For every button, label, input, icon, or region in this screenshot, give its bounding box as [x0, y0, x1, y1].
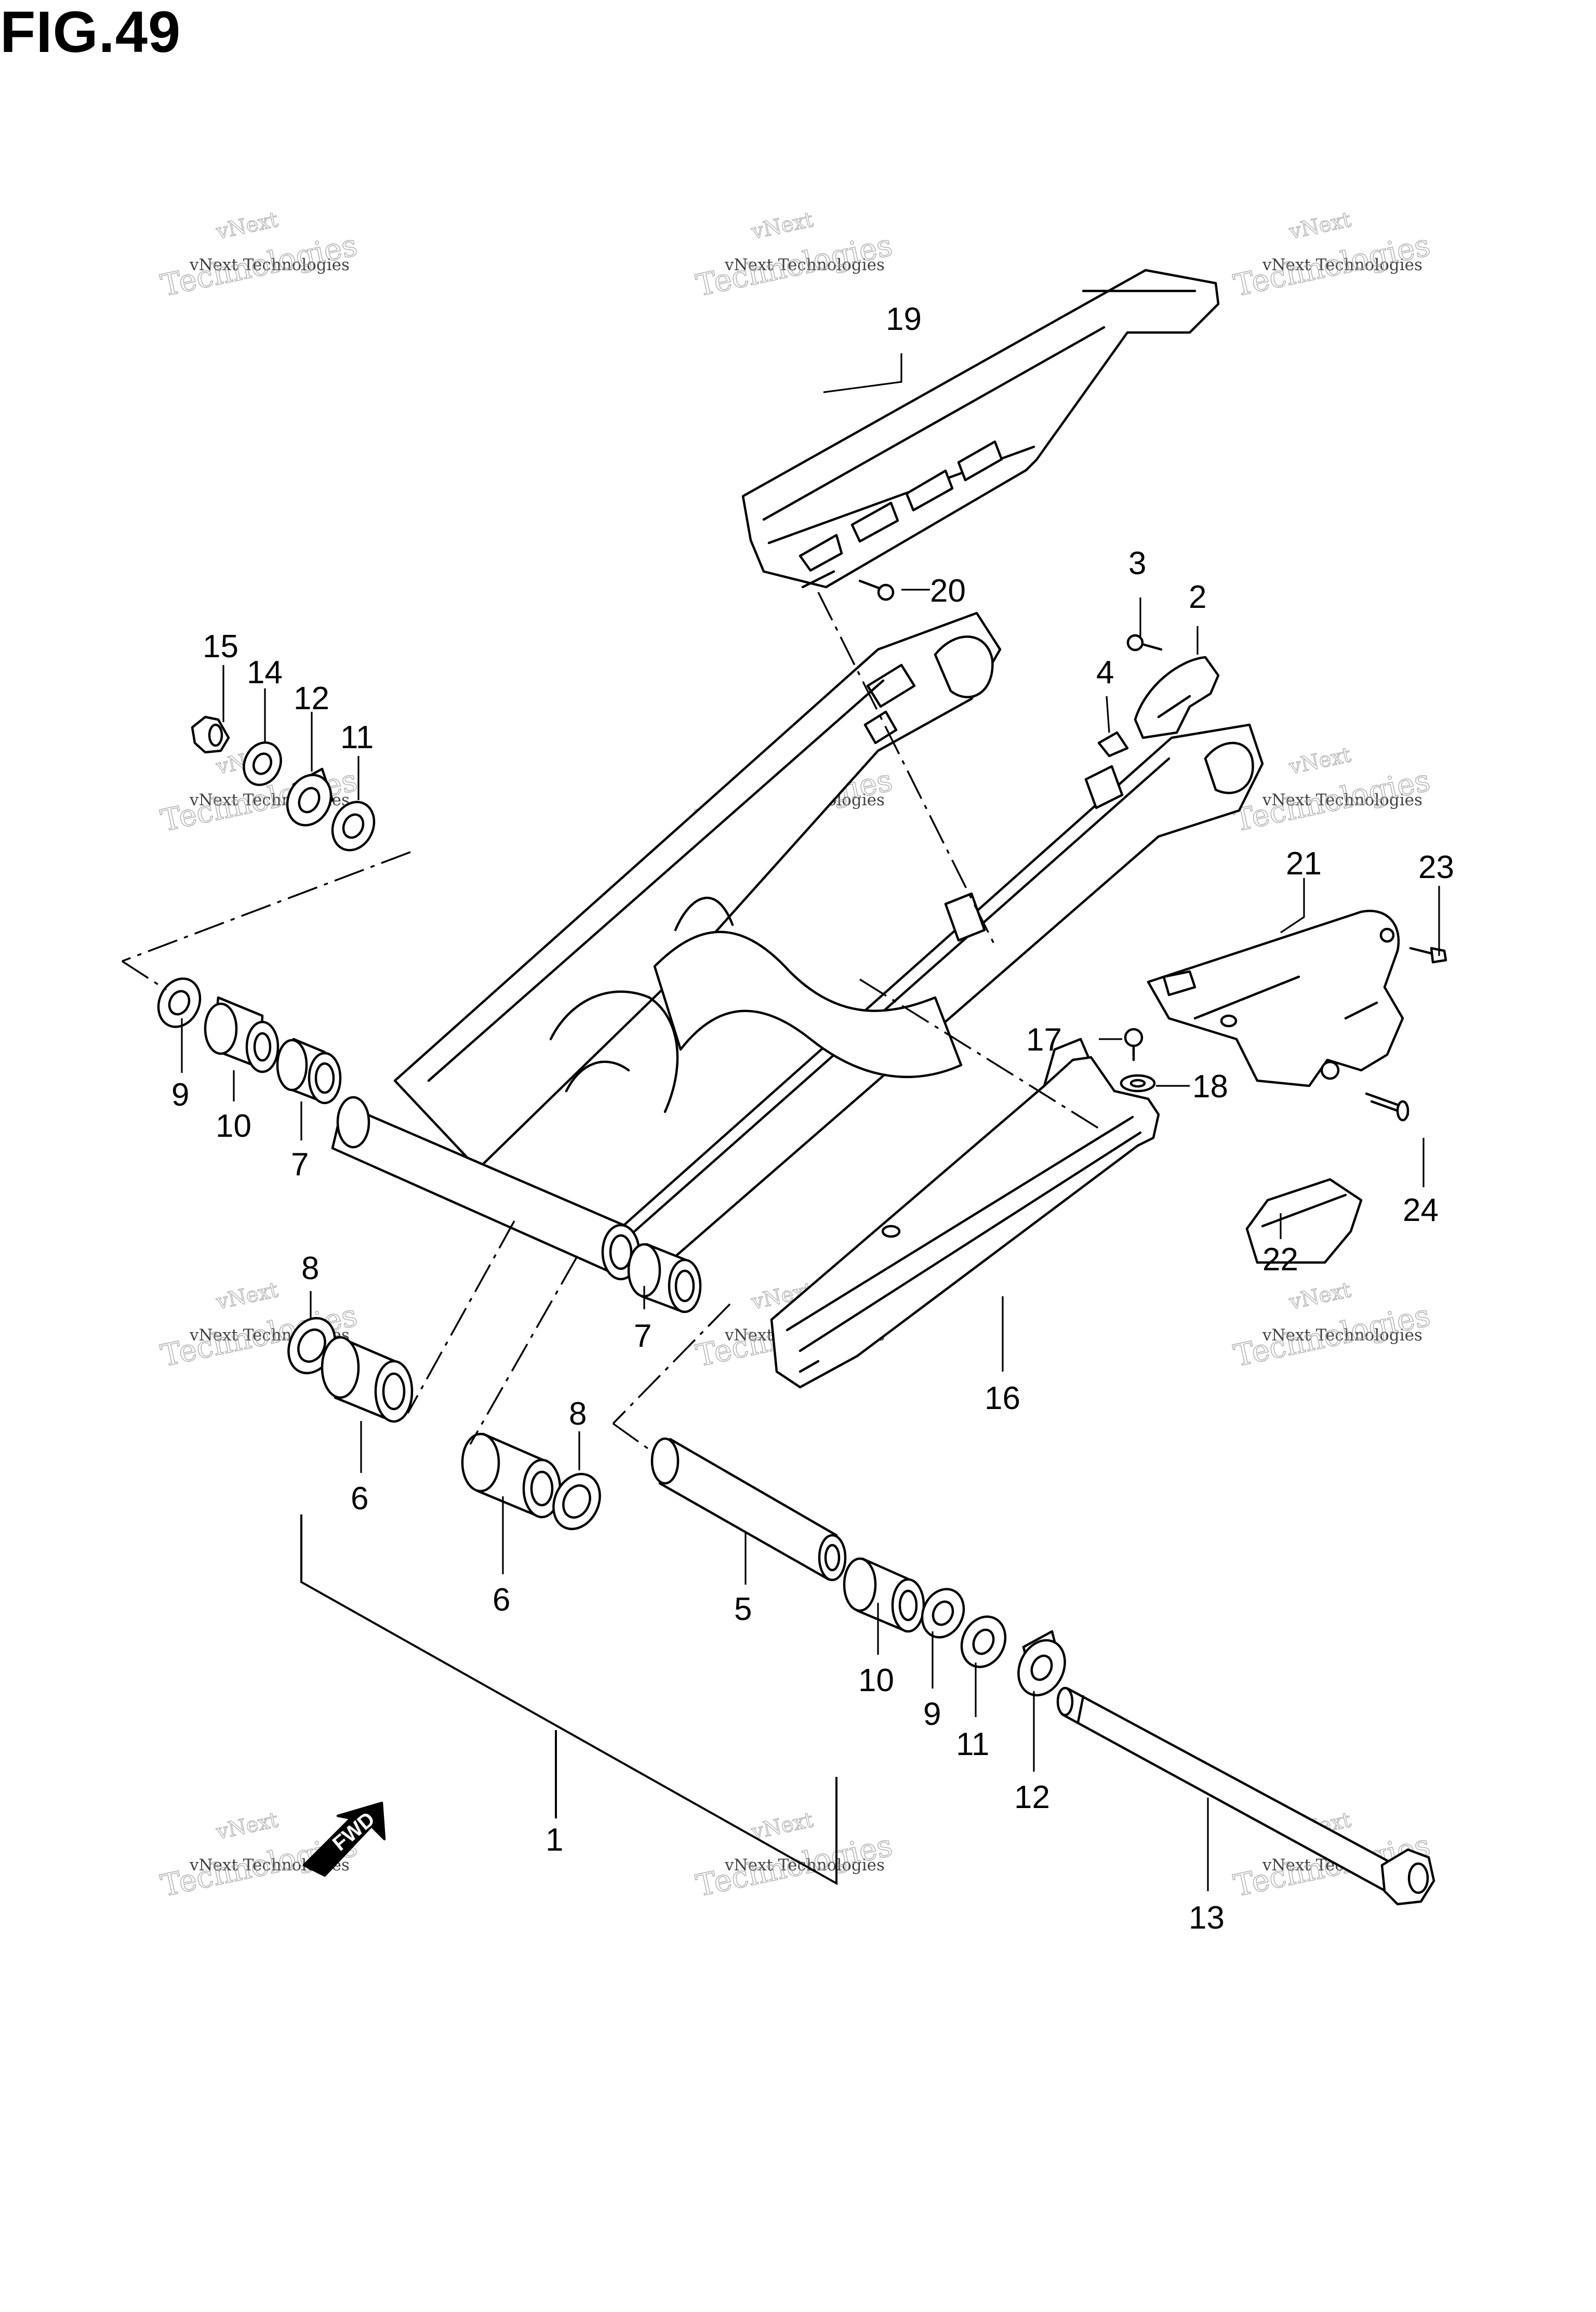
callout-11b: 11 [956, 1726, 989, 1762]
svg-text:vNext: vNext [1287, 743, 1353, 779]
callout-13: 13 [1189, 1900, 1225, 1936]
callout-3: 3 [1128, 546, 1146, 581]
screw-20-drawing [858, 579, 895, 601]
callout-20: 20 [930, 573, 966, 609]
callout-16: 16 [985, 1380, 1020, 1416]
watermark: vNext vNext Technologies Technologies [693, 207, 896, 303]
seal-8b-drawing [552, 1472, 601, 1531]
callout-19: 19 [886, 301, 922, 337]
spacer-5-drawing [650, 1437, 847, 1582]
svg-text:Technologies: Technologies [1231, 227, 1433, 303]
guard-22-drawing [1245, 1178, 1363, 1264]
svg-text:Technologies: Technologies [693, 227, 896, 303]
callout-2: 2 [1189, 579, 1206, 615]
callout-24: 24 [1403, 1192, 1439, 1228]
screw-17-drawing [1124, 1028, 1143, 1061]
swingarm-drawing [331, 612, 1264, 1281]
watermark-grid: vNext vNext Technologies Technologies vN… [157, 207, 1433, 1904]
cap-4-drawing [1097, 731, 1129, 758]
watermark: vNext vNext Technologies Technologies [157, 207, 361, 303]
washer-18-drawing [1120, 1074, 1156, 1093]
callout-8b: 8 [569, 1396, 587, 1432]
bearing-6a-drawing [321, 1336, 414, 1423]
callout-17: 17 [1026, 1022, 1062, 1058]
callout-7b: 7 [634, 1318, 651, 1354]
callout-4: 4 [1096, 655, 1114, 690]
callout-6a: 6 [351, 1481, 368, 1517]
callout-10a: 10 [216, 1108, 251, 1144]
watermark: vNext vNext Technologies Technologies [693, 1808, 896, 1904]
bolt-3-drawing [1126, 634, 1163, 652]
callout-21: 21 [1286, 846, 1322, 882]
chain-case-drawing [741, 269, 1220, 589]
figure-title: FIG.49 [0, 0, 181, 64]
svg-text:vNext: vNext [214, 1808, 281, 1844]
nut-15-drawing [191, 715, 230, 754]
svg-text:vNext Technologies: vNext Technologies [189, 256, 350, 274]
svg-text:vNext: vNext [1287, 208, 1353, 244]
bearing-6b-drawing [461, 1432, 562, 1519]
leader-lines [181, 353, 1440, 1891]
collar-10b-drawing [843, 1557, 925, 1633]
callout-11a: 11 [340, 720, 374, 755]
callout-9a: 9 [171, 1077, 189, 1113]
callouts: 19 20 3 2 4 15 14 12 11 21 23 17 18 9 10… [171, 301, 1454, 1936]
bearing-7a-drawing [276, 1038, 342, 1105]
svg-text:Technologies: Technologies [158, 227, 361, 303]
svg-text:vNext Technologies: vNext Technologies [1262, 1326, 1422, 1345]
callout-22: 22 [1262, 1242, 1298, 1278]
seal-9b-drawing [921, 1588, 965, 1639]
svg-text:vNext: vNext [214, 1278, 281, 1314]
svg-text:vNext: vNext [749, 208, 816, 244]
callout-9b: 9 [923, 1696, 941, 1732]
callout-23: 23 [1418, 849, 1454, 885]
callout-18: 18 [1192, 1069, 1228, 1105]
callout-1: 1 [546, 1822, 563, 1858]
svg-text:vNext Technologies: vNext Technologies [1262, 256, 1422, 274]
callout-12a: 12 [294, 681, 329, 716]
svg-text:vNext: vNext [1287, 1278, 1353, 1314]
assembly-lines [122, 592, 1102, 1451]
spacer-12b-drawing [1017, 1630, 1066, 1697]
bolt-24-drawing [1365, 1092, 1409, 1122]
spacer-12a-drawing [286, 767, 334, 827]
bracket-2-drawing [1134, 656, 1220, 739]
seal-9a-drawing [157, 977, 202, 1028]
pivot-shaft-13-drawing [1056, 1686, 1435, 1906]
bolt-23-drawing [1409, 947, 1447, 964]
callout-5: 5 [734, 1591, 752, 1627]
callout-7a: 7 [291, 1147, 309, 1182]
washer-14-drawing [243, 741, 282, 786]
callout-15: 15 [203, 629, 238, 665]
callout-12b: 12 [1014, 1779, 1050, 1815]
watermark: vNext vNext Technologies Technologies [1230, 1278, 1433, 1374]
assembly-bracket-1 [300, 1514, 837, 1885]
washer-11b-drawing [960, 1615, 1007, 1668]
callout-14: 14 [247, 655, 283, 690]
collar-10a-drawing [204, 996, 280, 1073]
watermark: vNext vNext Technologies Technologies [1230, 207, 1433, 303]
svg-text:Technologies: Technologies [693, 1827, 896, 1903]
chain-slider-drawing [770, 1038, 1160, 1389]
callout-10b: 10 [858, 1663, 894, 1698]
washer-11a-drawing [331, 801, 376, 852]
svg-text:vNext Technologies: vNext Technologies [1262, 791, 1422, 809]
bracket-21-drawing [1147, 910, 1404, 1087]
svg-text:Technologies: Technologies [1231, 1297, 1433, 1373]
bearing-7b-drawing [627, 1243, 702, 1313]
callout-6b: 6 [493, 1582, 510, 1618]
callout-8a: 8 [301, 1251, 319, 1286]
svg-text:Technologies: Technologies [1231, 762, 1433, 838]
svg-text:vNext Technologies: vNext Technologies [724, 256, 885, 274]
svg-text:vNext: vNext [214, 208, 281, 244]
